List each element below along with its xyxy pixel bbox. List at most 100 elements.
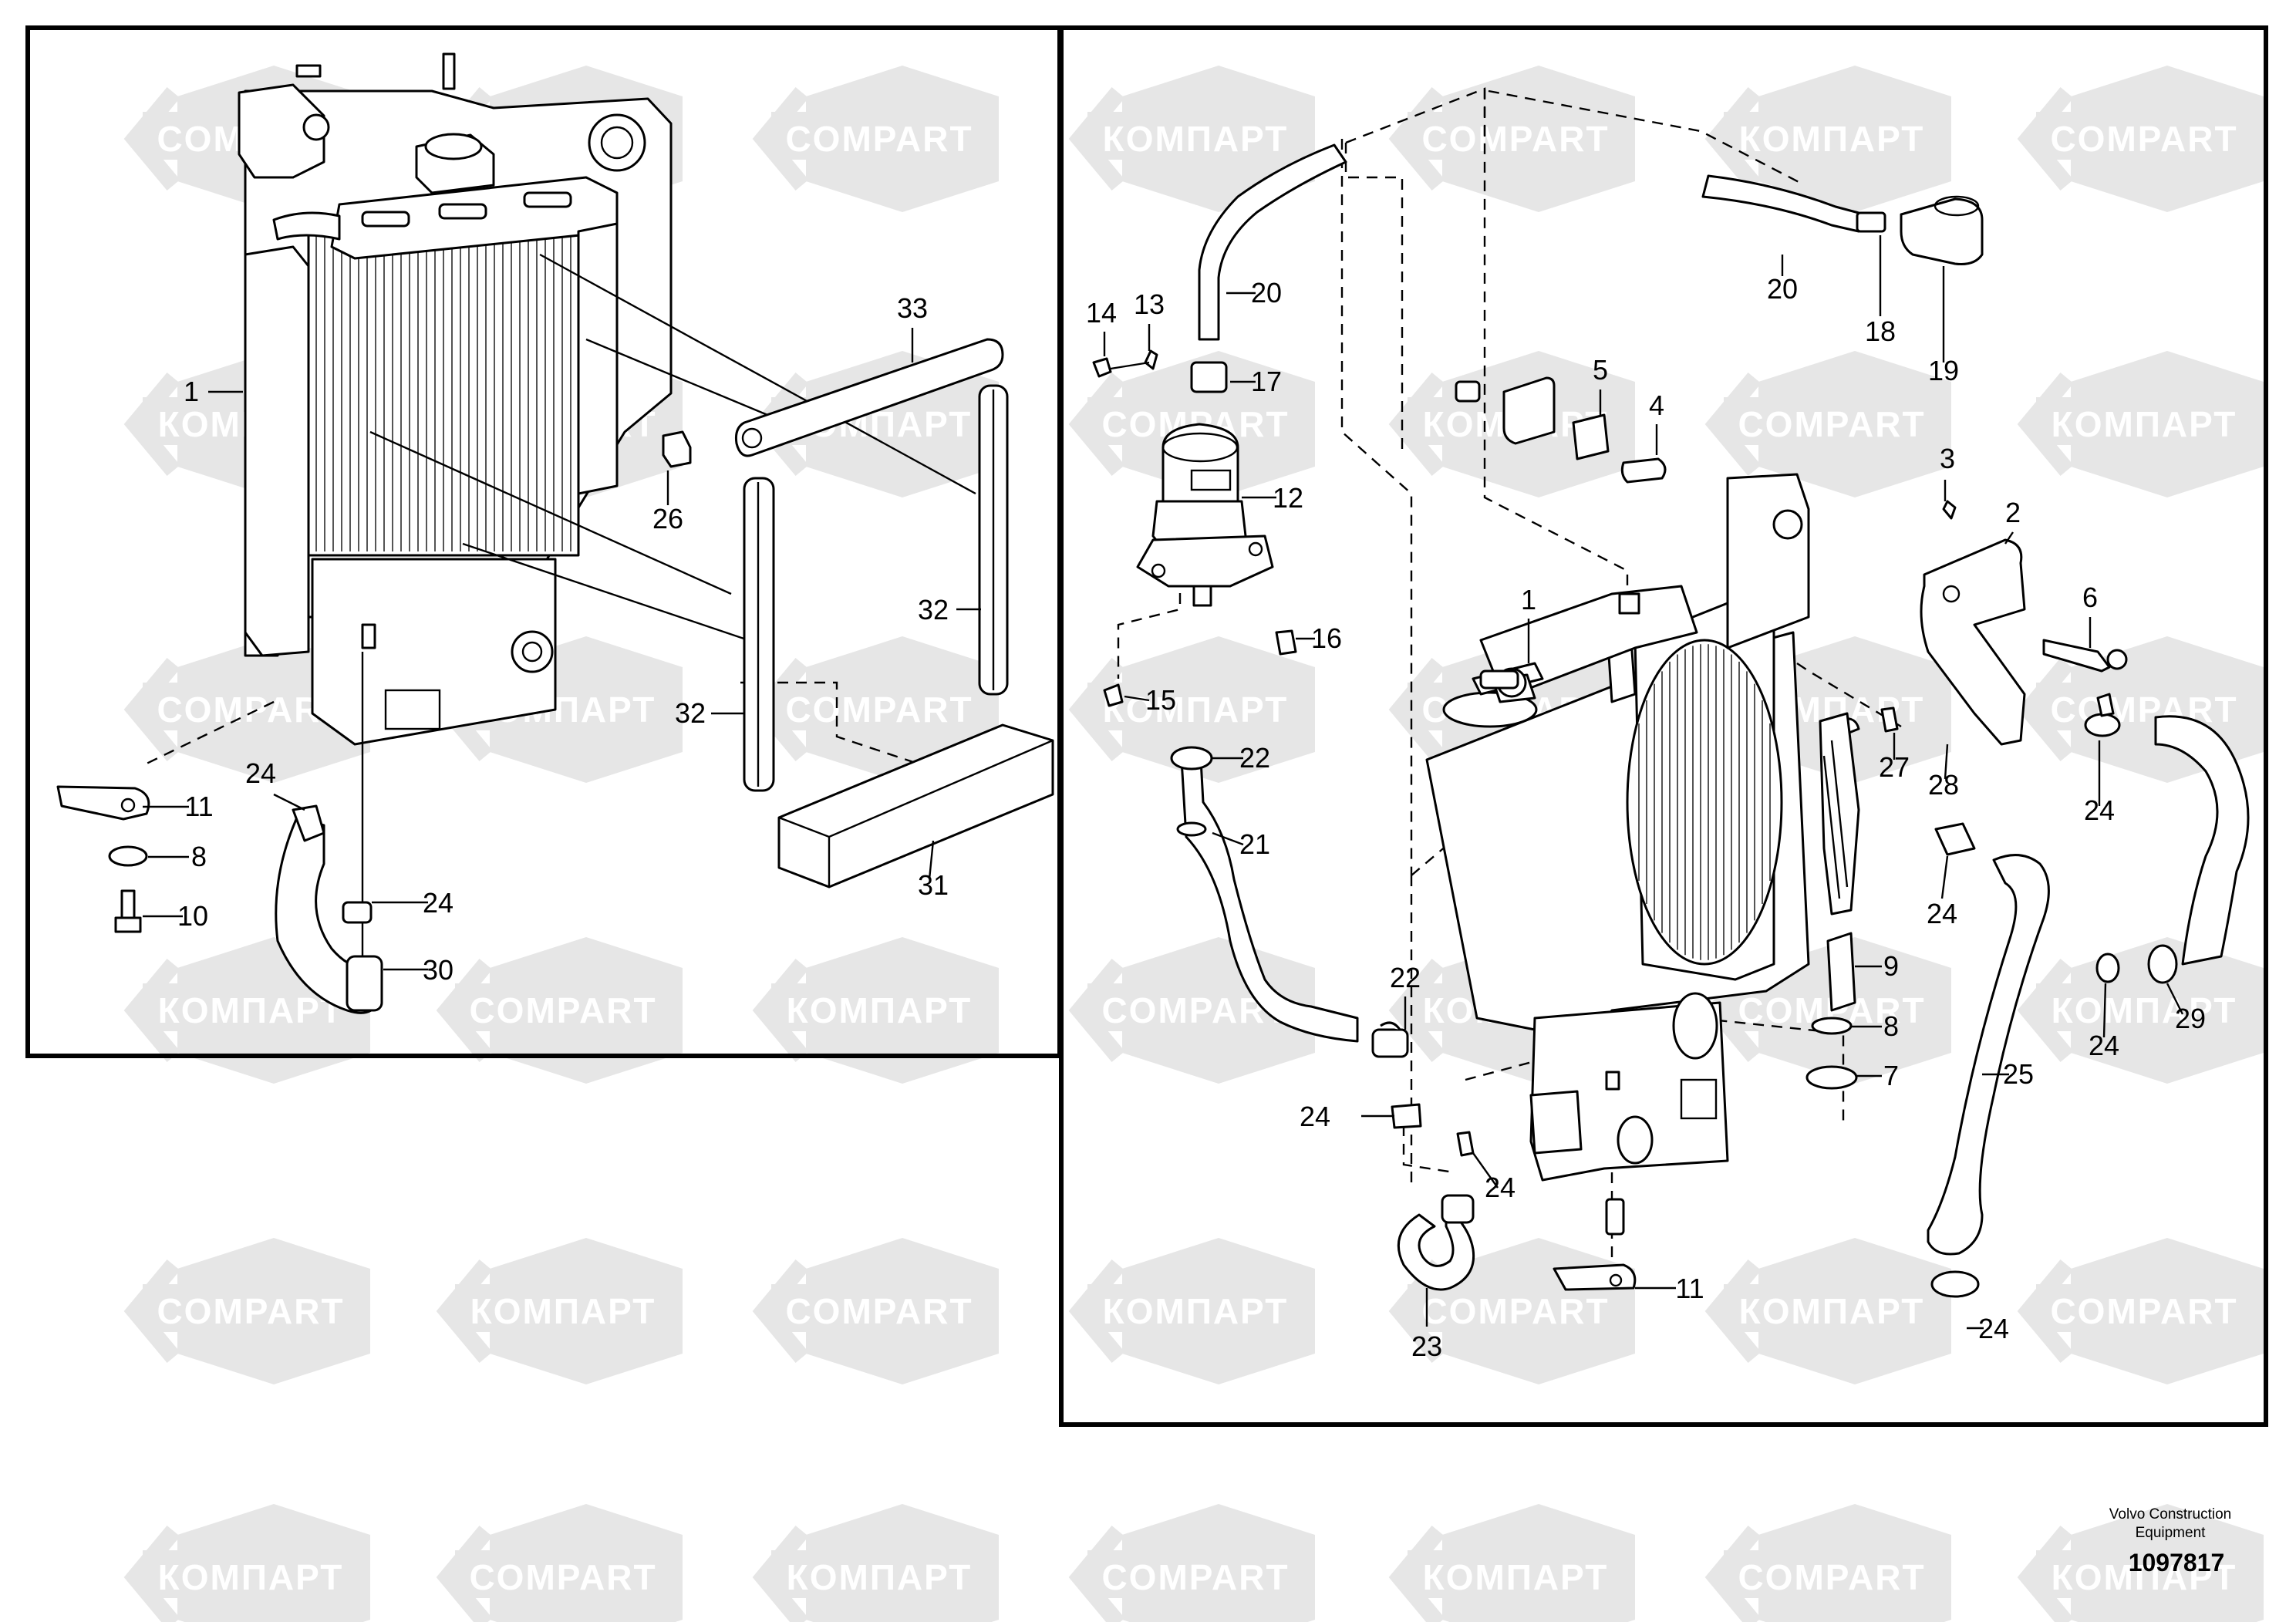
watermark-text: COMPART [469,990,656,1030]
watermark-tile: КОМПАРТ [2017,937,2264,1084]
left-part-33-strip [735,338,1004,457]
callout-leader [1944,744,1949,780]
watermark-tile: COMPART [1704,1504,1951,1622]
left-bracket-stack [56,785,150,933]
radiator-core-fins [315,235,571,551]
watermark-text: КОМПАРТ [1423,1557,1609,1597]
manufacturer-label: Volvo Construction Equipment [2109,1506,2232,1541]
left-callout-label: 24 [245,757,276,789]
right-callout-label: 24 [1927,898,1957,929]
left-callout-label: 1 [184,376,199,407]
watermark-tile: КОМПАРТ [1704,1238,1951,1384]
watermark-text: КОМПАРТ [158,1557,344,1597]
watermark-tile: КОМПАРТ [2017,351,2264,497]
right-callout-label: 20 [1251,277,1282,309]
right-callout-label: 14 [1086,297,1117,329]
watermark-text: КОМПАРТ [470,1291,656,1331]
right-callout-label: 24 [2089,1030,2119,1061]
right-callout-label: 16 [1311,622,1342,654]
right-brackets [1455,376,2128,746]
watermark-text: COMPART [1421,119,1609,159]
left-callout-label: 11 [184,791,213,822]
watermark-pattern: COMPART КОМПАРТ COMPART КОМПАРТ COMPART КОМПА… [123,66,2264,1622]
right-callout-label: 5 [1593,354,1608,386]
right-callout-label: 2 [2005,497,2021,528]
right-callout-label: 24 [1300,1101,1330,1132]
watermark-text: КОМПАРТ [2052,404,2237,444]
right-callout-label: 28 [1928,769,1959,801]
watermark-tile: КОМПАРТ [752,1504,999,1622]
watermark-tile: COMPART [1388,1238,1635,1384]
left-callout-label: 10 [177,900,208,932]
callout-leader [928,840,935,880]
right-callout-label: 13 [1134,288,1165,320]
right-callout-label: 25 [2003,1058,2034,1090]
watermark-tile: КОМПАРТ [123,1504,370,1622]
left-part-31-block [777,723,1054,889]
watermark-tile: COMPART [1388,66,1635,212]
right-callout-label: 23 [1411,1330,1442,1362]
watermark-text: COMPART [1421,1291,1609,1331]
callout-leader [2166,983,2184,1015]
watermark-tile: COMPART [1704,351,1951,497]
watermark-text: COMPART [469,1557,656,1597]
watermark-text: COMPART [2050,690,2237,730]
right-hose-29 [2084,693,2250,984]
watermark-text: КОМПАРТ [1103,690,1289,730]
left-callout-label: 33 [897,292,928,324]
right-callout-label: 8 [1883,1010,1899,1042]
right-callout-label: 21 [1239,828,1270,860]
watermark-tile: КОМПАРТ [123,937,370,1084]
right-hose-25 [1927,822,2050,1298]
right-callout-label: 27 [1879,751,1910,783]
right-callout-label: 22 [1390,962,1421,993]
right-callout-label: 12 [1273,482,1303,514]
callout-leader [273,793,305,811]
right-hardware [1805,706,1899,1090]
callout-leader [1940,855,1949,899]
watermark-text: COMPART [2050,119,2237,159]
watermark-text: COMPART [785,690,973,730]
right-callout-label: 22 [1239,742,1270,774]
left-callout-label: 8 [191,841,207,872]
watermark-tile: КОМПАРТ [2017,1504,2264,1622]
left-callout-label: 32 [675,697,706,729]
callout-leaders [143,235,2184,1330]
right-part-11 [1553,1198,1637,1291]
watermark-tile: КОМПАРТ [1068,1238,1315,1384]
watermark-text: COMPART [157,1291,344,1331]
watermark-tile: COMPART [2017,66,2264,212]
right-callout-label: 6 [2082,582,2098,613]
right-callout-label: 18 [1865,315,1896,347]
watermark-tile: КОМПАРТ [1068,636,1315,783]
watermark-tile: COMPART [752,1238,999,1384]
watermark-text: COMPART [1738,1557,1925,1597]
callout-leader [1124,695,1150,702]
right-callout-label: 4 [1649,389,1664,421]
left-callout-label: 24 [423,887,453,919]
right-callout-label: 24 [1978,1313,2009,1344]
watermark-tile: КОМПАРТ [1704,66,1951,212]
callout-leader [2102,983,2107,1038]
left-part-32-seals [743,384,1009,792]
fan-grille [1638,644,1771,960]
left-radiator-assembly [146,52,976,968]
watermark-tile: COMPART [1068,1504,1315,1622]
watermark-text: КОМПАРТ [2052,990,2237,1030]
watermark-text: КОМПАРТ [1739,119,1925,159]
watermark-tile: COMPART [752,66,999,212]
watermark-tile: COMPART [2017,636,2264,783]
watermark-text: КОМПАРТ [1739,1291,1925,1331]
right-callout-label: 20 [1767,273,1798,305]
drawing-number: 1097817 [2128,1549,2225,1576]
watermark-tile: КОМПАРТ [1388,1504,1635,1622]
right-callout-label: 24 [1485,1172,1515,1203]
right-hose-21 [1170,746,1409,1058]
left-callout-label: 31 [918,869,949,901]
watermark-text: COMPART [785,1291,973,1331]
watermark-tile: COMPART [2017,1238,2264,1384]
right-hose-20 [1198,143,1984,341]
watermark-text: КОМПАРТ [1103,119,1289,159]
